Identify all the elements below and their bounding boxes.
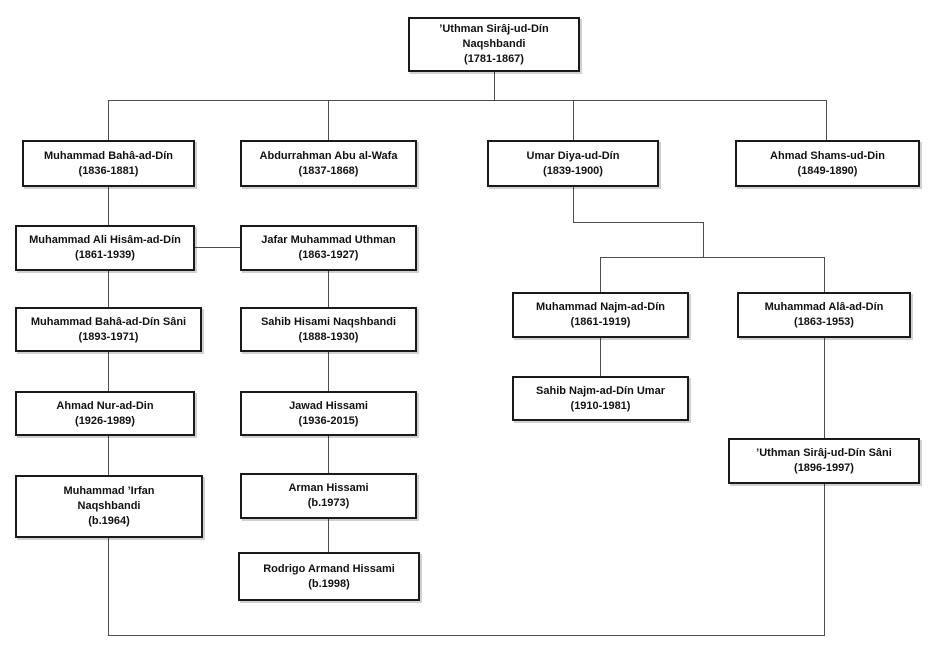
tree-node-arman-hissami: Arman Hissami (b.1973) [240, 473, 417, 519]
connector-line [108, 100, 826, 101]
connector-line [328, 519, 329, 552]
tree-node-uthman-siraj-ud-din-naqshbandi: ’Uthman Sirâj-ud-Dín Naqshbandi (1781-18… [408, 17, 580, 72]
person-name: Ahmad Shams-ud-Din [770, 149, 885, 162]
person-years: (1910-1981) [570, 399, 631, 412]
connector-line [195, 247, 240, 248]
tree-node-uthman-siraj-ud-din-sani: ’Uthman Sirâj-ud-Dín Sâni (1896-1997) [728, 438, 920, 484]
connector-line [108, 100, 109, 140]
person-name: Muhammad ’Irfan Naqshbandi [63, 485, 155, 513]
person-years: (b.1964) [88, 514, 130, 527]
person-years: (1863-1953) [794, 316, 854, 328]
connector-line [573, 100, 574, 140]
tree-node-jawad-hissami: Jawad Hissami (1936-2015) [240, 391, 417, 436]
connector-line [328, 436, 329, 473]
person-name: Muhammad Najm-ad-Dín [536, 301, 665, 314]
tree-node-muhammad-baha-ad-din-sani: Muhammad Bahâ-ad-Dín Sâni (1893-1971) [15, 307, 202, 352]
tree-node-muhammad-irfan-naqshbandi: Muhammad ’Irfan Naqshbandi (b.1964) [15, 475, 203, 538]
person-name: Muhammad Alâ-ad-Dín [764, 301, 884, 314]
connector-line [600, 338, 601, 376]
person-years: (1836-1881) [78, 164, 139, 177]
person-name: Ahmad Nur-ad-Din [56, 399, 154, 412]
connector-line [600, 257, 824, 258]
connector-line [494, 72, 495, 100]
tree-node-muhammad-ali-hisam-ad-din: Muhammad Ali Hisâm-ad-Dín (1861-1939) [15, 225, 195, 271]
person-years: (1893-1971) [78, 330, 139, 343]
person-name: Jawad Hissami [289, 399, 368, 412]
connector-line [703, 222, 704, 257]
person-name: ’Uthman Sirâj-ud-Dín Naqshbandi [439, 23, 549, 51]
connector-line [328, 352, 329, 391]
person-years: (1861-1919) [570, 316, 631, 328]
person-years: (1781-1867) [464, 52, 524, 65]
connector-line [824, 257, 825, 292]
person-years: (b.1998) [308, 577, 350, 590]
person-years: (1861-1939) [75, 249, 135, 261]
person-name: Muhammad Ali Hisâm-ad-Dín [29, 234, 181, 247]
person-years: (1936-2015) [298, 414, 359, 427]
person-name: Arman Hissami [288, 482, 369, 495]
tree-node-jafar-muhammad-uthman: Jafar Muhammad Uthman (1863-1927) [240, 225, 417, 271]
person-name: Sahib Hisami Naqshbandi [260, 315, 397, 328]
connector-line [108, 538, 109, 635]
connector-line [328, 100, 329, 140]
tree-node-muhammad-najm-ad-din: Muhammad Najm-ad-Dín (1861-1919) [512, 292, 689, 338]
tree-node-muhammad-baha-ad-din: Muhammad Bahâ-ad-Dín (1836-1881) [22, 140, 195, 187]
connector-line [826, 100, 827, 140]
connector-line [573, 222, 703, 223]
person-name: Umar Diya-ud-Dín [526, 149, 620, 162]
person-name: Muhammad Bahâ-ad-Dín Sâni [30, 315, 187, 328]
connector-line [108, 352, 109, 391]
tree-node-ahmad-shams-ud-din: Ahmad Shams-ud-Din (1849-1890) [735, 140, 920, 187]
connector-line [108, 187, 109, 225]
person-years: (1926-1989) [75, 414, 135, 427]
connector-line [328, 271, 329, 307]
tree-node-ahmad-nur-ad-din: Ahmad Nur-ad-Din (1926-1989) [15, 391, 195, 436]
connector-line [824, 338, 825, 438]
person-years: (1837-1868) [298, 164, 359, 177]
tree-node-sahib-najm-ad-din-umar: Sahib Najm-ad-Dín Umar (1910-1981) [512, 376, 689, 421]
person-name: Jafar Muhammad Uthman [261, 234, 396, 247]
tree-node-sahib-hisami-naqshbandi: Sahib Hisami Naqshbandi (1888-1930) [240, 307, 417, 352]
tree-node-muhammad-ala-ad-din: Muhammad Alâ-ad-Dín (1863-1953) [737, 292, 911, 338]
person-name: Rodrigo Armand Hissami [263, 562, 395, 575]
connector-line [824, 484, 825, 635]
connector-line [108, 271, 109, 307]
connector-line [600, 257, 601, 292]
connector-line [108, 635, 825, 636]
tree-node-umar-diya-ud-din: Umar Diya-ud-Dín (1839-1900) [487, 140, 659, 187]
person-name: Abdurrahman Abu al-Wafa [259, 149, 398, 162]
person-years: (1888-1930) [298, 330, 359, 343]
person-years: (1849-1890) [797, 164, 858, 177]
person-years: (b.1973) [307, 497, 350, 509]
person-name: ’Uthman Sirâj-ud-Dín Sâni [756, 447, 892, 460]
connector-line [573, 187, 574, 222]
person-name: Sahib Najm-ad-Dín Umar [536, 384, 665, 397]
person-years: (1863-1927) [298, 249, 359, 261]
person-name: Muhammad Bahâ-ad-Dín [44, 149, 173, 162]
connector-line [108, 436, 109, 475]
tree-node-abdurrahman-abu-al-wafa: Abdurrahman Abu al-Wafa (1837-1868) [240, 140, 417, 187]
tree-node-rodrigo-armand-hissami: Rodrigo Armand Hissami (b.1998) [238, 552, 420, 601]
person-years: (1896-1997) [794, 462, 854, 474]
person-years: (1839-1900) [543, 164, 603, 177]
